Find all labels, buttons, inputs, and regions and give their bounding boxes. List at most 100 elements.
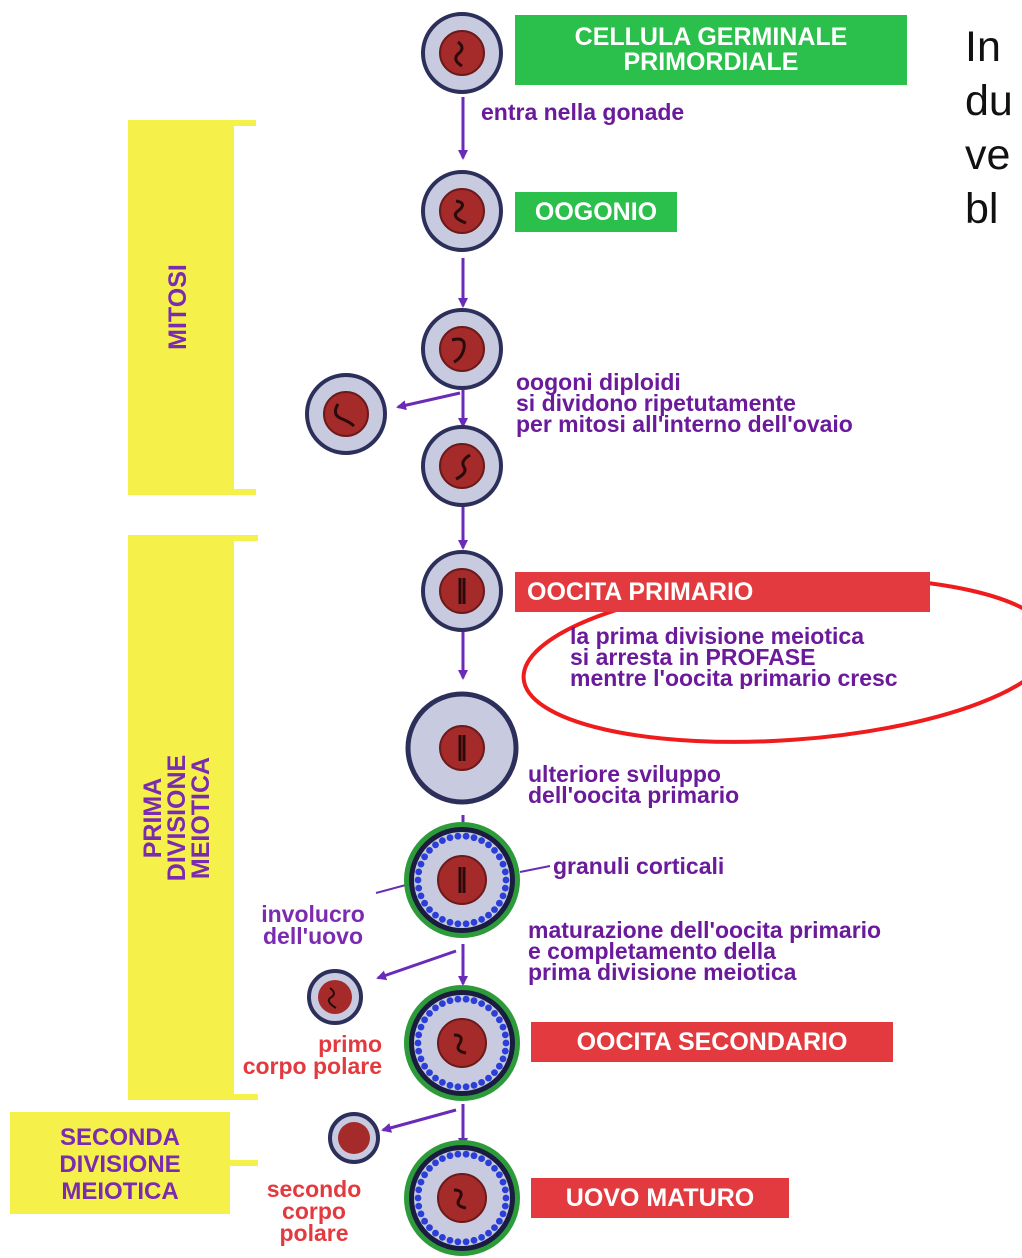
cortical-granule xyxy=(414,876,422,884)
label-primordial: CELLULA GERMINALE PRIMORDIALE xyxy=(515,15,907,85)
cortical-granule xyxy=(415,1186,423,1194)
cortical-granule xyxy=(485,1159,492,1167)
cortical-granule xyxy=(417,1178,425,1186)
cell-primordial xyxy=(421,12,503,94)
cortical-granule xyxy=(446,1081,454,1089)
cortical-granule xyxy=(414,1194,422,1202)
cortical-granule xyxy=(502,1039,510,1047)
cortical-granule xyxy=(462,995,470,1003)
cortical-granule xyxy=(499,860,507,868)
cortical-granule xyxy=(491,1069,498,1076)
cortical-granule xyxy=(462,832,470,840)
cortical-granule xyxy=(421,899,428,907)
desc-entra: entra nella gonade xyxy=(481,99,685,125)
cell-oogone-2 xyxy=(421,425,503,507)
cortical-granule xyxy=(478,1234,485,1241)
label-oocita-secondario: OOCITA SECONDARIO xyxy=(531,1022,893,1062)
cortical-granule xyxy=(491,1165,498,1172)
cortical-granule xyxy=(501,1047,509,1055)
cortical-granule xyxy=(496,1171,503,1179)
label-prima-divisione: PRIMA DIVISIONE MEIOTICA xyxy=(139,754,215,882)
cortical-granule xyxy=(496,899,503,907)
cortical-granule xyxy=(426,1010,433,1017)
cortical-granule xyxy=(462,920,470,928)
cortical-granule xyxy=(446,834,454,842)
cortical-granule xyxy=(501,1031,509,1039)
cortical-granule xyxy=(415,868,423,876)
label-oogonio: OOGONIO xyxy=(515,192,677,232)
cortical-granule xyxy=(439,1155,446,1162)
side-text-clipped: In du ve bl xyxy=(965,23,1013,233)
desc-mitosi: oogoni diploidi si dividono ripetutament… xyxy=(516,369,853,437)
cortical-granule xyxy=(470,1236,478,1244)
cortical-granule xyxy=(415,884,423,892)
cortical-granule xyxy=(454,920,462,928)
cortical-granule xyxy=(499,1055,507,1063)
cortical-granule xyxy=(421,1217,428,1225)
cortical-granule xyxy=(421,1062,428,1070)
label-primo-corpo: primo corpo polare xyxy=(242,1031,382,1079)
cortical-granule xyxy=(462,1150,470,1158)
cortical-granule xyxy=(446,918,454,926)
cortical-granule xyxy=(432,911,439,919)
primo-corpo-polare-cell xyxy=(307,969,363,1025)
cortical-granule xyxy=(501,884,509,892)
cortical-granule xyxy=(454,1150,462,1158)
cortical-granule xyxy=(491,906,498,913)
cortical-granule xyxy=(417,860,425,868)
seconda-bracket xyxy=(10,1112,258,1214)
secondo-corpo-polare-cell xyxy=(328,1112,380,1164)
cortical-granule xyxy=(501,1202,509,1210)
cortical-granule xyxy=(417,1023,425,1031)
prima-bracket xyxy=(128,535,258,1100)
cortical-granule xyxy=(415,1047,423,1055)
main-arrows xyxy=(376,97,468,1148)
cell-oogone-side xyxy=(305,373,387,455)
cortical-granule xyxy=(446,997,454,1005)
cortical-granule xyxy=(491,847,498,854)
cortical-granule xyxy=(470,1152,478,1160)
cortical-granule xyxy=(426,1069,433,1076)
cortical-granule xyxy=(432,841,439,849)
label-involucro: involucro dell'uovo xyxy=(261,901,365,949)
cortical-granule xyxy=(496,1016,503,1024)
cortical-granule xyxy=(499,1023,507,1031)
cortical-granule xyxy=(417,892,425,900)
cortical-granule xyxy=(499,1178,507,1186)
cortical-granule xyxy=(502,876,510,884)
cortical-granule xyxy=(414,1039,422,1047)
cortical-granule xyxy=(499,892,507,900)
cortical-granule xyxy=(491,1010,498,1017)
cortical-granule xyxy=(501,868,509,876)
cortical-granule xyxy=(462,1238,470,1246)
cortical-granule xyxy=(501,1186,509,1194)
cortical-granule xyxy=(454,1238,462,1246)
cortical-granule xyxy=(432,1074,439,1082)
cortical-granule xyxy=(478,1000,485,1007)
cortical-granule xyxy=(485,1074,492,1082)
desc-profase: la prima divisione meiotica si arresta i… xyxy=(570,626,898,689)
cortical-granule xyxy=(426,1224,433,1231)
cortical-granule xyxy=(491,1224,498,1231)
cortical-granule xyxy=(421,853,428,861)
cell-oocita-grown xyxy=(405,691,519,805)
cortical-granule xyxy=(502,1194,510,1202)
cortical-granule xyxy=(454,832,462,840)
label-mitosi: MITOSI xyxy=(164,264,192,350)
cortical-granule xyxy=(478,1079,485,1086)
cortical-granule xyxy=(478,837,485,844)
cortical-granule xyxy=(417,1055,425,1063)
cortical-granule xyxy=(417,1210,425,1218)
cortical-granule xyxy=(446,1152,454,1160)
cortical-granule xyxy=(454,995,462,1003)
cell-oocita-primario xyxy=(421,550,503,632)
cortical-granule xyxy=(470,1081,478,1089)
cortical-granule xyxy=(421,1171,428,1179)
cortical-granule xyxy=(470,918,478,926)
cell-oogonio xyxy=(421,170,503,252)
cortical-granule xyxy=(499,1210,507,1218)
cell-oocita-maturo-primario xyxy=(404,822,520,938)
cortical-granule xyxy=(478,1155,485,1162)
